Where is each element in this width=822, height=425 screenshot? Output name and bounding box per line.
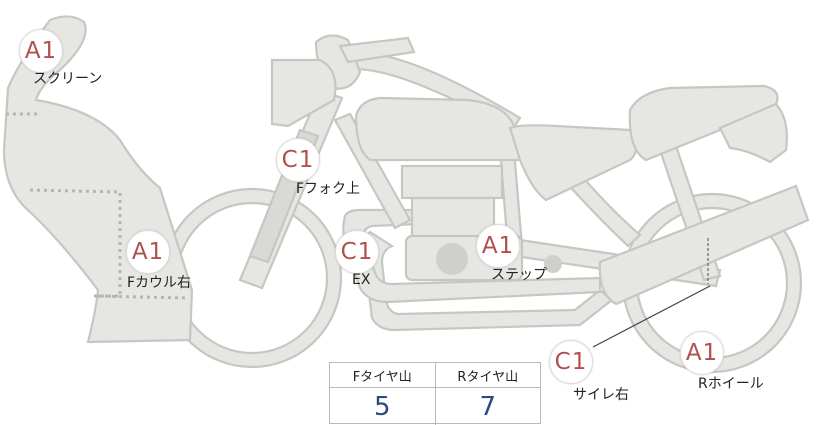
- grade-badge-rear-wheel: A1: [680, 331, 724, 375]
- front-tread-value: 5: [330, 388, 436, 425]
- rear-tread-header: Rタイヤ山: [457, 369, 519, 385]
- grade-badge-cowl: A1: [126, 230, 170, 274]
- label-side: サイレ右: [573, 387, 629, 403]
- muffler: [598, 184, 810, 306]
- label-exhaust: EX: [352, 272, 371, 288]
- cowl-panel-line-mid: [29, 188, 189, 300]
- tread-depth-table: Fタイヤ山 Rタイヤ山 5 7: [329, 362, 541, 425]
- fuel-tank: [354, 96, 524, 162]
- label-cowl: Fカウル右: [127, 275, 192, 291]
- grade-badge-fork: C1: [276, 138, 320, 182]
- label-screen: スクリーン: [33, 71, 103, 87]
- label-step: ステップ: [491, 267, 547, 283]
- frame-down-tube: [333, 112, 412, 230]
- pointer-line: [592, 285, 711, 348]
- label-rear-wheel: Rホイール: [698, 376, 764, 392]
- grade-badge-exhaust: C1: [335, 230, 379, 274]
- rear-tread-value: 7: [479, 391, 497, 422]
- seat: [628, 84, 779, 162]
- front-tread-header: Fタイヤ山: [330, 363, 436, 387]
- grade-badge-screen: A1: [19, 29, 63, 73]
- grade-badge-step: A1: [476, 224, 520, 268]
- label-fork: Fフォク上: [296, 181, 361, 197]
- headlight-housing: [270, 58, 337, 128]
- grade-badge-side: C1: [549, 340, 593, 384]
- tail-fender: [718, 102, 788, 164]
- left-grip: [338, 36, 416, 64]
